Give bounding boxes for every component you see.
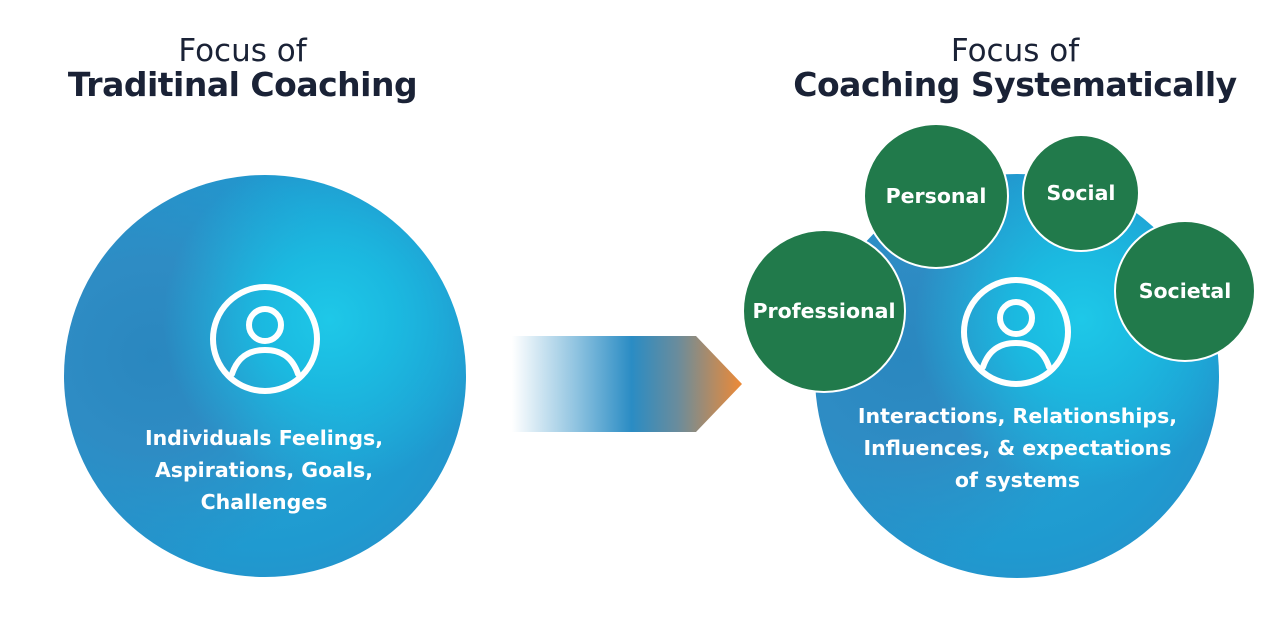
systematic-focus-text: Interactions, Relationships, Influences,… <box>820 400 1215 496</box>
systematic-focus-line: Influences, & expectations <box>863 436 1172 460</box>
person-icon <box>961 277 1071 387</box>
transition-arrow <box>512 336 742 432</box>
traditional-focus-circle <box>64 175 466 577</box>
heading-right-line1: Focus of <box>950 33 1080 69</box>
heading-left-line2: Traditinal Coaching <box>67 65 418 104</box>
person-icon <box>210 284 320 394</box>
traditional-focus-line: Challenges <box>200 490 328 514</box>
heading-left-line1: Focus of <box>178 33 307 69</box>
traditional-focus-line: Aspirations, Goals, <box>154 458 374 482</box>
societal-bubble: Societal <box>1114 220 1256 362</box>
traditional-focus-line: Individuals Feelings, <box>144 426 384 450</box>
personal-bubble: Personal <box>863 123 1009 269</box>
systematic-focus-line: Interactions, Relationships, <box>857 404 1178 428</box>
systematic-focus-line: of systems <box>954 468 1081 492</box>
traditional-focus-text: Individuals Feelings, Aspirations, Goals… <box>94 422 434 518</box>
systematic-coaching-heading: Focus of Coaching Systematically <box>770 33 1260 104</box>
traditional-coaching-heading: Focus of Traditinal Coaching <box>40 33 445 104</box>
social-bubble: Social <box>1022 134 1140 252</box>
heading-right-line2: Coaching Systematically <box>793 65 1237 104</box>
professional-bubble: Professional <box>742 229 906 393</box>
